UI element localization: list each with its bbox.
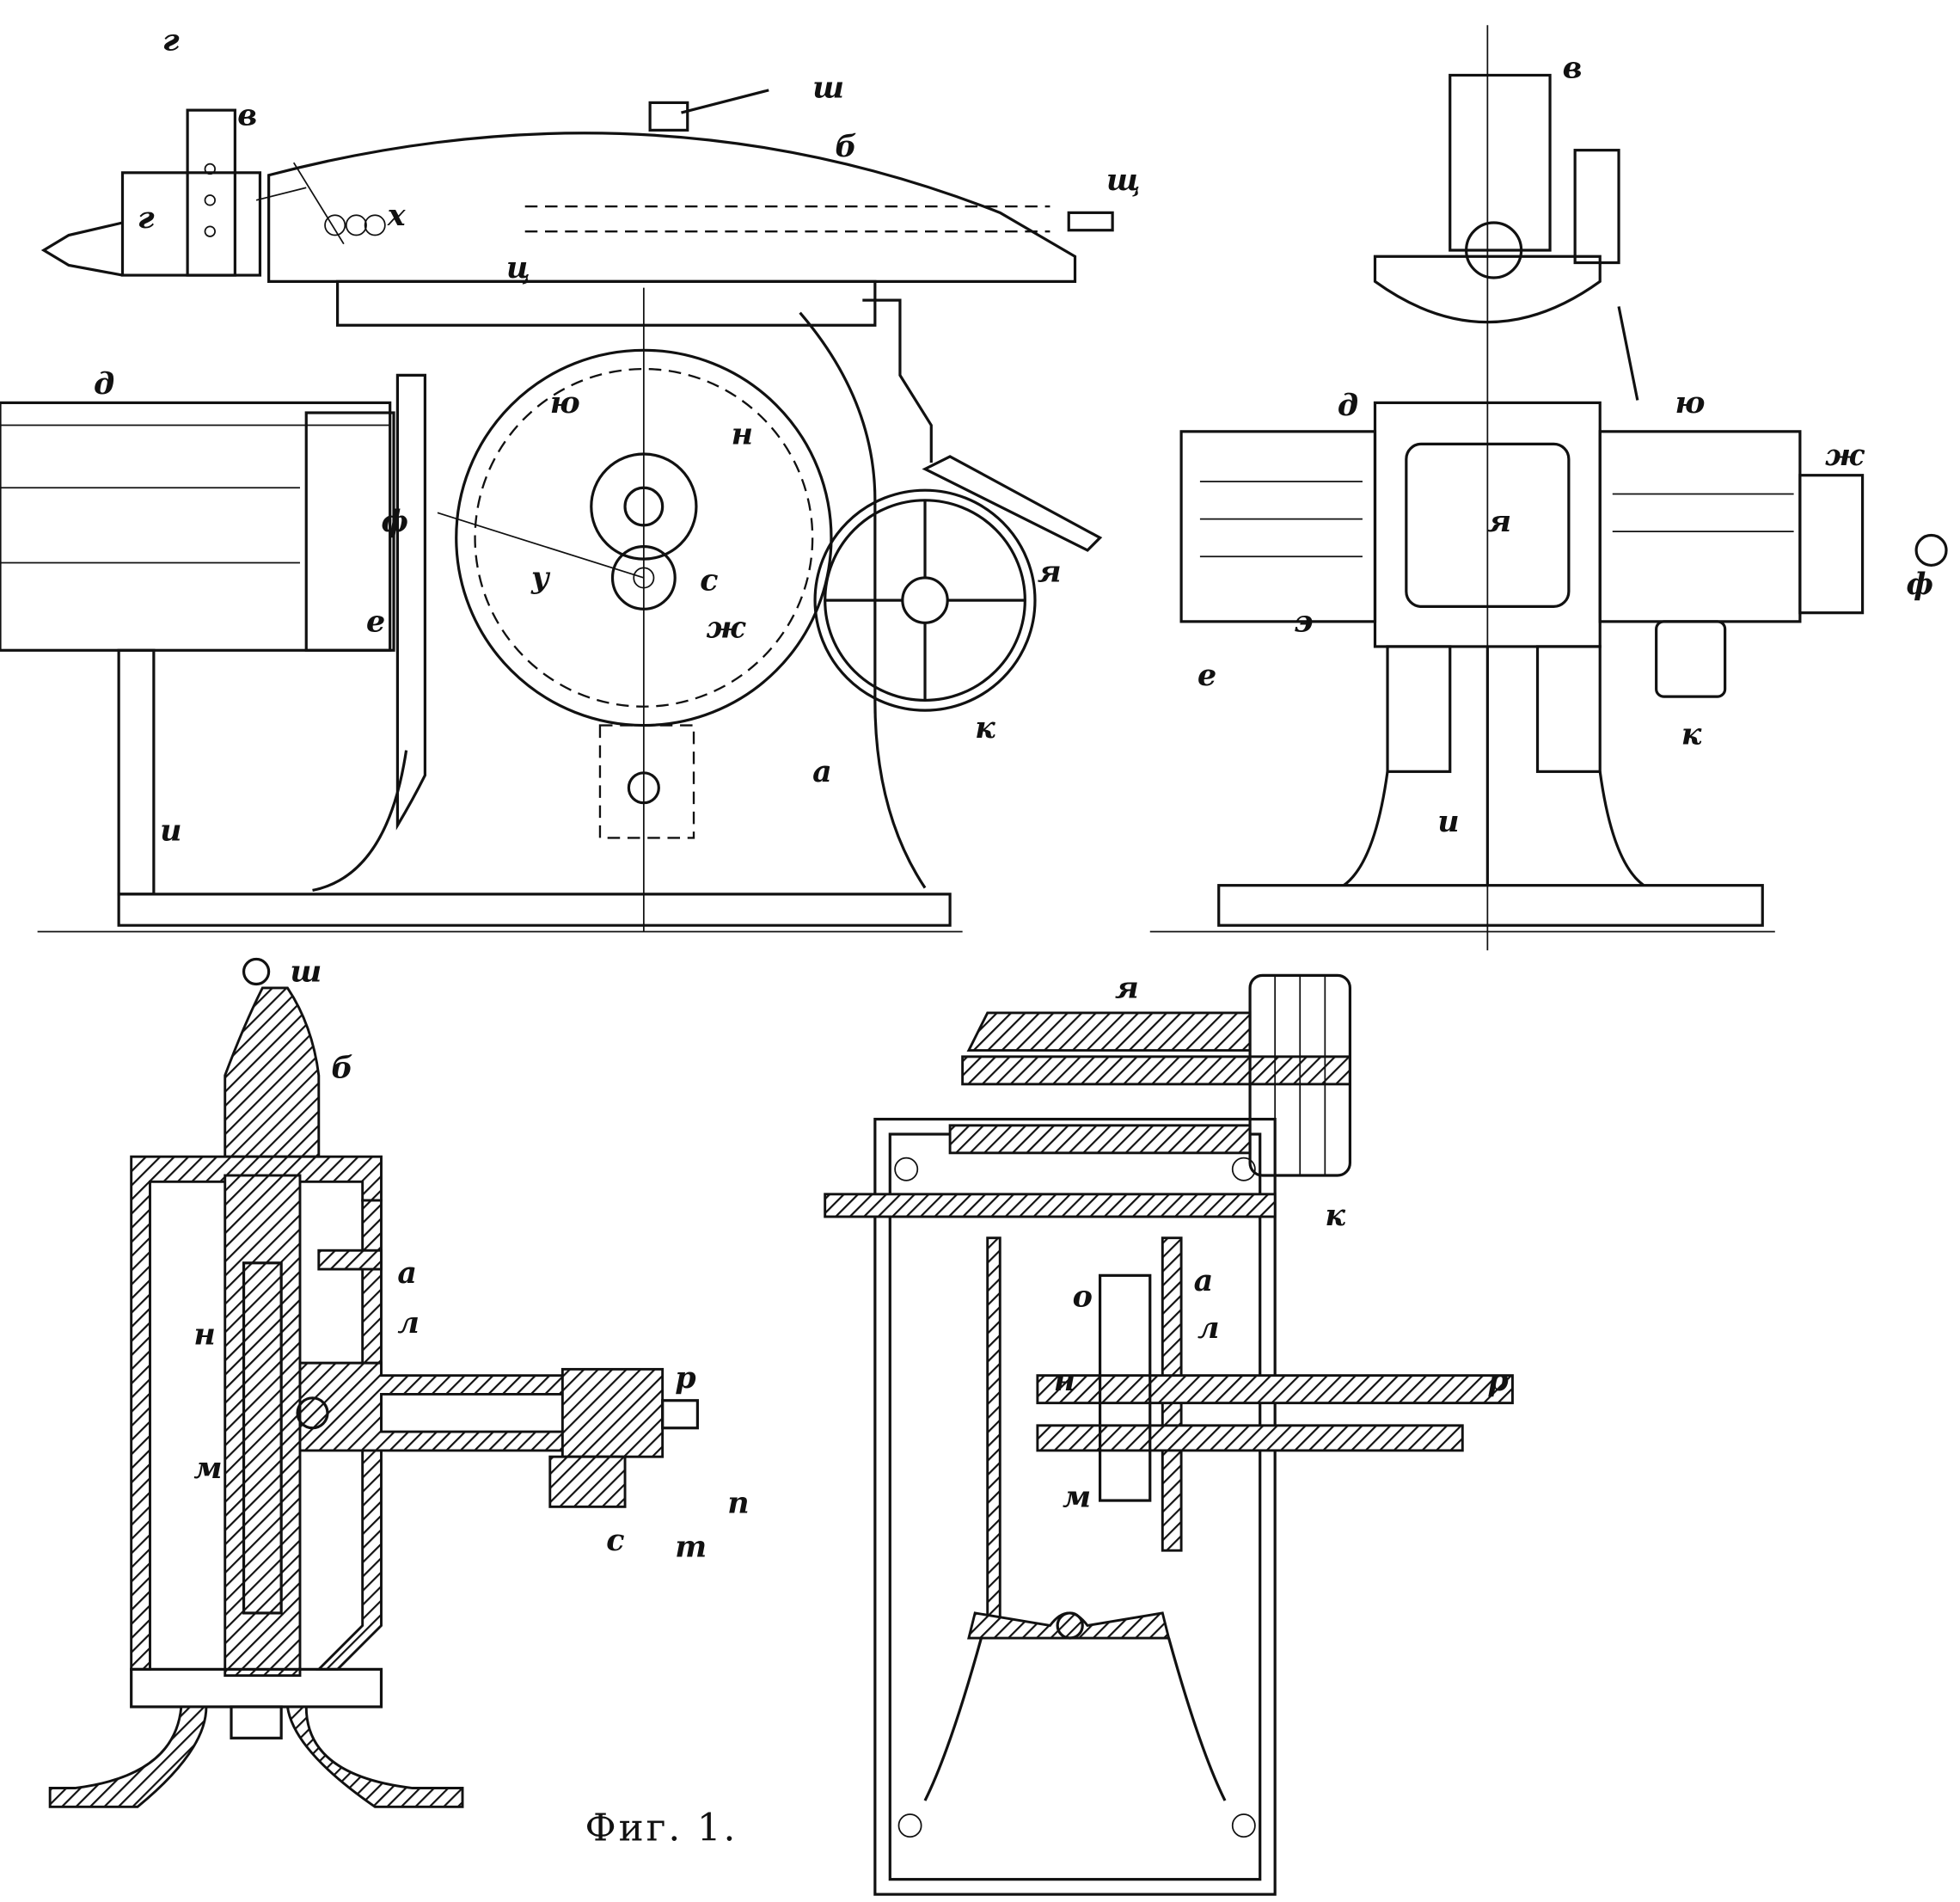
side-elevation-labels: г в ш б щ х г ц д ю н ф у с ж я е к а и <box>94 22 1140 848</box>
part-label: е <box>1197 658 1216 693</box>
part-label: к <box>1681 716 1702 752</box>
part-label: в <box>1563 50 1583 85</box>
part-label: я <box>1487 504 1511 539</box>
part-label: л <box>397 1305 420 1341</box>
front-elevation-labels: в д ю ж я э ф е к и <box>1197 50 1933 839</box>
part-label: х <box>387 198 407 233</box>
part-label: с <box>700 562 718 598</box>
part-label: а <box>812 754 832 789</box>
part-label: э <box>1294 604 1313 639</box>
part-label: м <box>1063 1479 1091 1514</box>
part-label: в <box>237 98 257 133</box>
part-label: ш <box>290 954 322 990</box>
part-label: и <box>160 813 181 848</box>
part-label: г <box>162 22 180 58</box>
part-label: д <box>94 366 114 402</box>
part-label: м <box>193 1451 222 1486</box>
front-elevation-view <box>1149 25 1948 951</box>
part-label: т <box>675 1530 707 1565</box>
part-label: ш <box>812 71 844 106</box>
part-label: б <box>835 129 856 164</box>
column-section-labels: ш б а н л р м с т п <box>193 954 749 1565</box>
part-label: б <box>331 1051 352 1086</box>
part-label: щ <box>1106 163 1141 198</box>
frame-section-labels: я к о а л н р м <box>1054 971 1509 1515</box>
part-label: я <box>1038 554 1062 589</box>
part-label: п <box>727 1486 749 1521</box>
part-label: ж <box>707 610 747 646</box>
part-label: к <box>975 710 995 745</box>
part-label: ю <box>1675 385 1705 420</box>
part-label: ф <box>381 504 407 539</box>
part-label: о <box>1073 1279 1093 1315</box>
part-label: л <box>1197 1310 1220 1346</box>
part-label: ж <box>1825 438 1865 473</box>
side-elevation-view <box>0 89 1114 933</box>
part-label: а <box>1194 1263 1214 1298</box>
part-label: е <box>366 604 385 639</box>
part-label: р <box>1487 1363 1508 1398</box>
part-label: с <box>606 1523 624 1558</box>
part-label: г <box>138 200 155 236</box>
part-label: у <box>530 561 551 596</box>
part-label: а <box>397 1255 417 1291</box>
frame-section-view <box>824 973 1514 1896</box>
part-label: н <box>732 416 753 451</box>
part-label: н <box>1054 1363 1075 1398</box>
part-label: р <box>675 1360 695 1396</box>
part-label: ф <box>1906 567 1932 602</box>
figure-caption: Фиг. 1. <box>585 1807 738 1850</box>
part-label: и <box>1437 804 1459 839</box>
part-label: ц <box>506 250 530 285</box>
part-label: ю <box>550 385 580 420</box>
part-label: я <box>1115 971 1139 1006</box>
column-section-view <box>48 957 699 1808</box>
part-label: к <box>1325 1198 1345 1233</box>
part-label: н <box>193 1316 215 1352</box>
part-label: д <box>1338 388 1358 423</box>
